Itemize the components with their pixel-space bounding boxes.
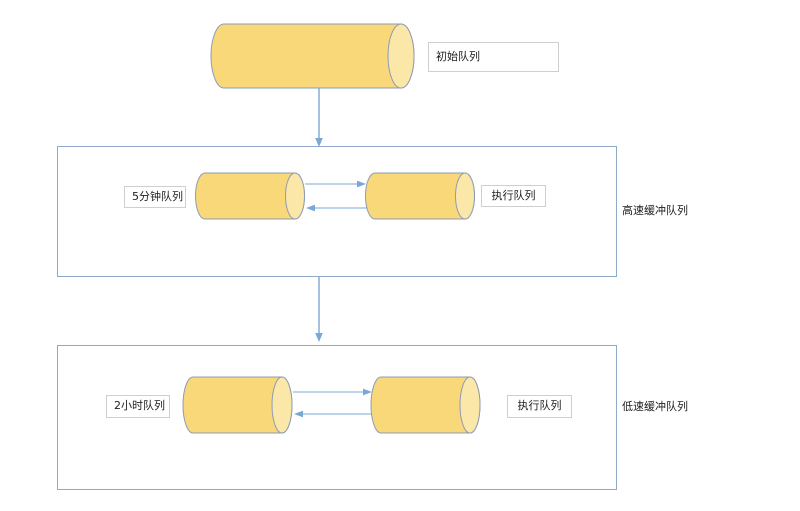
caption-slow-buffer: 低速缓冲队列	[622, 400, 688, 413]
cylinder-five-minute-queue	[195, 172, 305, 220]
cylinder-shape	[370, 376, 481, 434]
group-fast-buffer	[57, 146, 617, 277]
connector-fast-to-slow-buffer	[315, 277, 323, 342]
cylinder-two-hour-queue	[182, 376, 293, 434]
label-exec-queue-fast: 执行队列	[481, 185, 546, 207]
cylinder-shape	[182, 376, 293, 434]
label-exec-queue-slow-text: 执行队列	[517, 399, 562, 413]
connector-initial-to-fast-buffer	[315, 88, 323, 147]
caption-fast-buffer: 高速缓冲队列	[622, 204, 688, 217]
label-exec-queue-fast-text: 执行队列	[491, 188, 536, 202]
cylinder-shape	[365, 172, 475, 220]
label-initial-queue-text: 初始队列	[436, 49, 480, 63]
label-exec-queue-slow: 执行队列	[507, 395, 572, 418]
connector-fivemin-to-exec	[305, 180, 366, 188]
label-five-minute-queue-text: 5分钟队列	[132, 189, 183, 203]
label-two-hour-queue: 2小时队列	[106, 395, 170, 418]
label-five-minute-queue: 5分钟队列	[124, 186, 186, 208]
cylinder-exec-queue-slow	[370, 376, 481, 434]
cylinder-initial-queue	[210, 23, 415, 89]
caption-fast-buffer-text: 高速缓冲队列	[622, 204, 688, 217]
connector-exec-to-twohour	[294, 410, 373, 418]
cylinder-shape	[195, 172, 305, 220]
connector-exec-to-fivemin	[306, 204, 367, 212]
cylinder-shape	[210, 23, 415, 89]
cylinder-exec-queue-fast	[365, 172, 475, 220]
connector-twohour-to-exec	[293, 388, 372, 396]
caption-slow-buffer-text: 低速缓冲队列	[622, 400, 688, 413]
label-two-hour-queue-text: 2小时队列	[114, 399, 165, 413]
label-initial-queue: 初始队列	[428, 42, 559, 72]
